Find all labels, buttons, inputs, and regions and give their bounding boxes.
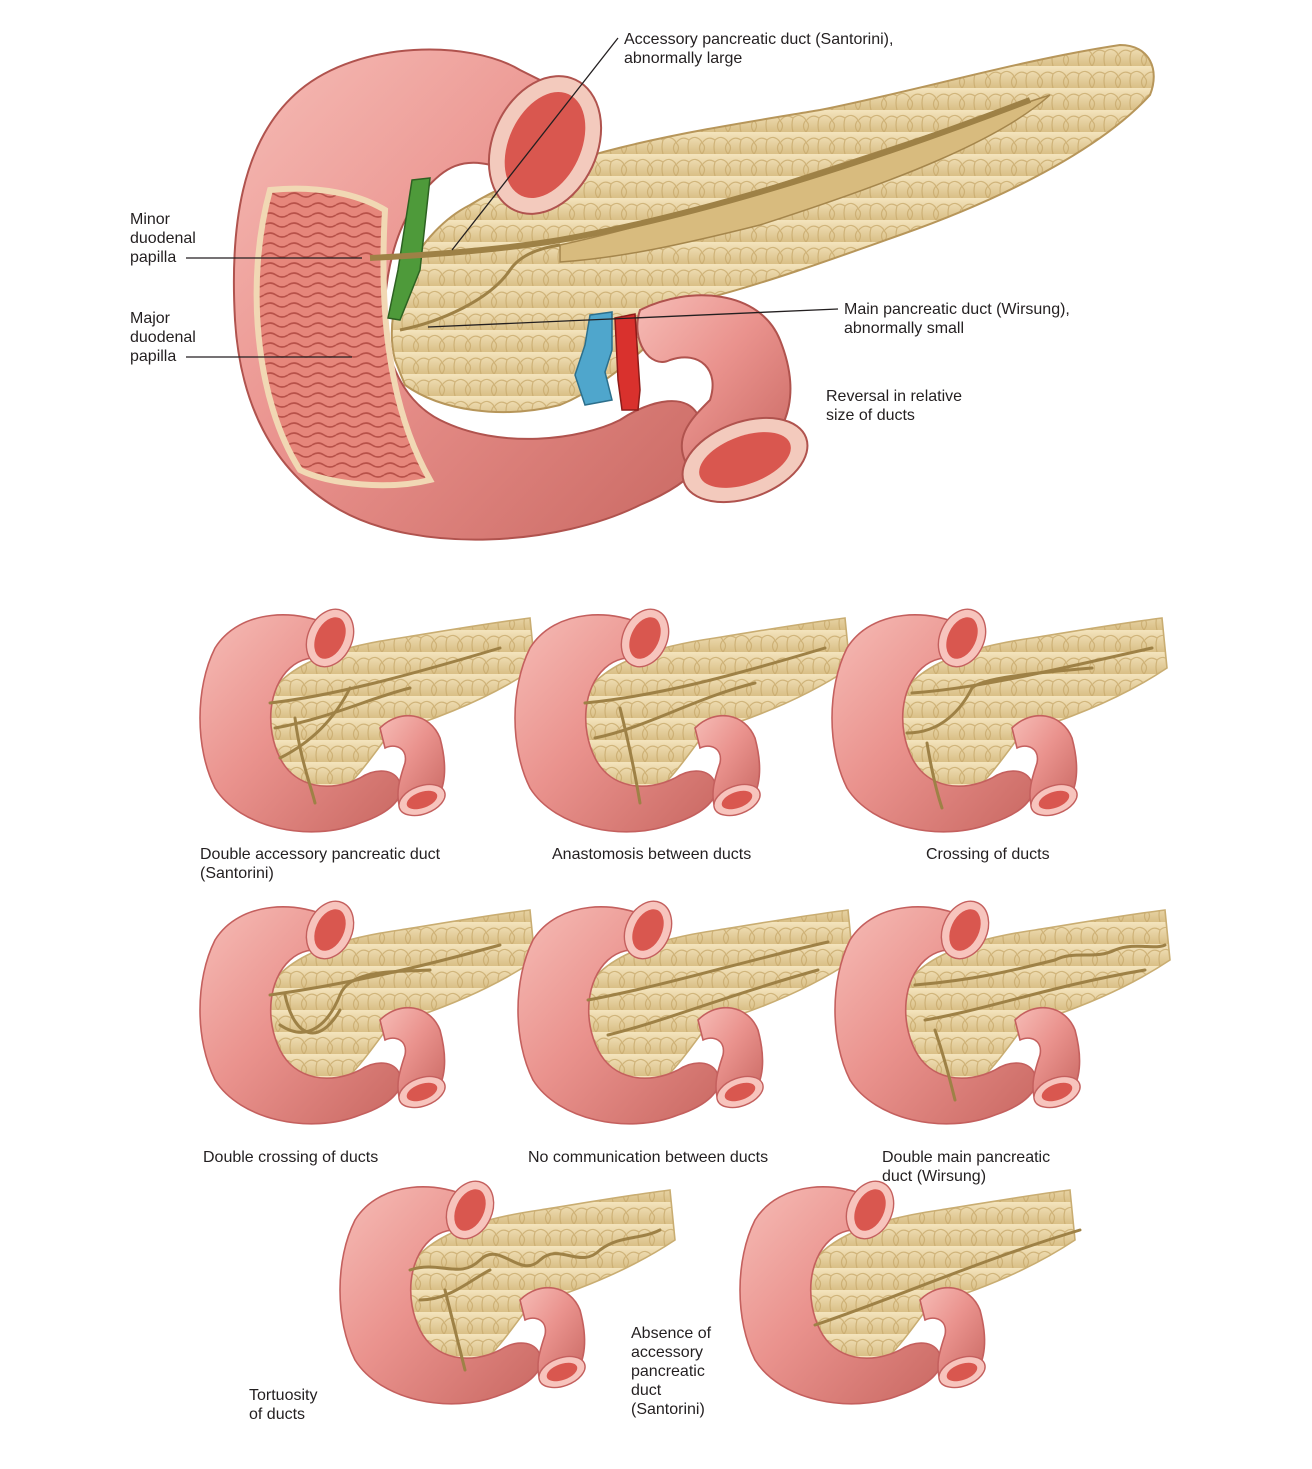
variant-duodenum bbox=[834, 906, 1037, 1125]
variant-duct-2 bbox=[923, 968, 1147, 1022]
variant-figure-double-accessory bbox=[199, 608, 536, 833]
caption-double-main-duct: Double main pancreatic duct (Wirsung) bbox=[882, 1149, 1051, 1185]
caption-reversal-size: Reversal in relative size of ducts bbox=[826, 388, 963, 424]
leader-accessory-duct bbox=[451, 37, 619, 251]
variant-duodenum bbox=[831, 614, 1034, 833]
label-main-duct: Main pancreatic duct (Wirsung), abnormal… bbox=[844, 301, 1070, 337]
variant-duct-1 bbox=[268, 943, 502, 997]
variant-duct-3 bbox=[618, 706, 642, 805]
leader-main-duct bbox=[427, 308, 839, 328]
variant-duct-4 bbox=[293, 716, 317, 805]
variant-duodenum-lumen bbox=[454, 1189, 486, 1231]
variant-jejunum-lumen bbox=[406, 790, 438, 810]
label-accessory-duct: Accessory pancreatic duct (Santorini), a… bbox=[624, 31, 894, 67]
variant-figures bbox=[199, 608, 1171, 1405]
caption-crossing: Crossing of ducts bbox=[926, 846, 1050, 863]
variant-figure-crossing bbox=[831, 608, 1168, 833]
caption-no-communication: No communication between ducts bbox=[528, 1149, 769, 1166]
variant-figure-no-communication bbox=[517, 900, 854, 1125]
variant-figure-tortuosity bbox=[339, 1180, 676, 1405]
variant-duct-1 bbox=[913, 943, 1167, 987]
variant-duct-1 bbox=[813, 1228, 1082, 1327]
variant-duct-2 bbox=[905, 666, 1094, 735]
variant-jejunum-lumen bbox=[724, 1082, 756, 1102]
variant-jejunum-lumen bbox=[546, 1362, 578, 1382]
variant-figure-double-crossing bbox=[199, 900, 536, 1125]
variant-duct-2 bbox=[418, 1268, 492, 1302]
variant-duct-1 bbox=[408, 1228, 662, 1272]
main-anatomy-figure bbox=[186, 37, 1155, 541]
label-minor-papilla: Minor duodenal papilla bbox=[130, 211, 196, 266]
main-main-duct-small bbox=[399, 243, 561, 332]
variant-duodenum-lumen bbox=[854, 1189, 886, 1231]
variant-duct-3 bbox=[278, 686, 352, 760]
variant-duct-1 bbox=[583, 646, 827, 705]
main-duodenum-lumen-upper bbox=[504, 92, 586, 198]
variant-duodenum bbox=[739, 1186, 942, 1405]
variant-jejunum-lumen bbox=[1041, 1082, 1073, 1102]
variant-duodenum-lumen bbox=[949, 909, 981, 951]
caption-anastomosis: Anastomosis between ducts bbox=[552, 846, 752, 863]
variant-duct-3 bbox=[933, 1028, 957, 1102]
caption-tortuosity: Tortuosity of ducts bbox=[249, 1387, 318, 1423]
variant-duct-2 bbox=[593, 681, 757, 740]
variant-duct-2 bbox=[273, 686, 412, 730]
variant-duct-3 bbox=[443, 1288, 467, 1372]
variant-jejunum-lumen bbox=[721, 790, 753, 810]
variant-duct-3 bbox=[283, 993, 342, 1035]
superior-mesenteric-artery bbox=[614, 313, 641, 411]
variant-duodenum bbox=[199, 614, 402, 833]
variant-duct-1 bbox=[586, 940, 830, 1002]
label-major-papilla: Major duodenal papilla bbox=[130, 310, 196, 365]
variant-duodenum-lumen bbox=[314, 909, 346, 951]
variant-duodenum bbox=[514, 614, 717, 833]
main-duodenum-opened-wall bbox=[253, 185, 435, 489]
variant-figure-anastomosis bbox=[514, 608, 851, 833]
variant-duodenum-lumen bbox=[946, 617, 978, 659]
variant-duodenum bbox=[517, 906, 720, 1125]
variant-jejunum-lumen bbox=[946, 1362, 978, 1382]
variant-duodenum-lumen bbox=[629, 617, 661, 659]
variant-figure-double-main bbox=[834, 900, 1171, 1125]
variant-duodenum-lumen bbox=[632, 909, 664, 951]
main-accessory-duct-large bbox=[369, 97, 1032, 261]
variant-duct-3 bbox=[925, 741, 944, 810]
main-jejunum-lumen bbox=[699, 432, 791, 488]
variant-duodenum bbox=[339, 1186, 542, 1405]
variant-jejunum-lumen bbox=[406, 1082, 438, 1102]
variant-duodenum bbox=[199, 906, 402, 1125]
portal-vein bbox=[574, 311, 613, 406]
caption-absence-accessory: Absence of accessory pancreatic duct (Sa… bbox=[631, 1325, 712, 1418]
variant-figure-absence-accessory bbox=[739, 1180, 1082, 1405]
variant-duodenum-lumen bbox=[314, 617, 346, 659]
variant-jejunum-lumen bbox=[1038, 790, 1070, 810]
variant-duct-1 bbox=[268, 646, 502, 705]
variant-duct-2 bbox=[606, 968, 820, 1037]
common-bile-duct bbox=[387, 177, 431, 321]
caption-double-accessory-duct: Double accessory pancreatic duct (Santor… bbox=[200, 846, 441, 882]
caption-double-crossing: Double crossing of ducts bbox=[203, 1149, 379, 1166]
